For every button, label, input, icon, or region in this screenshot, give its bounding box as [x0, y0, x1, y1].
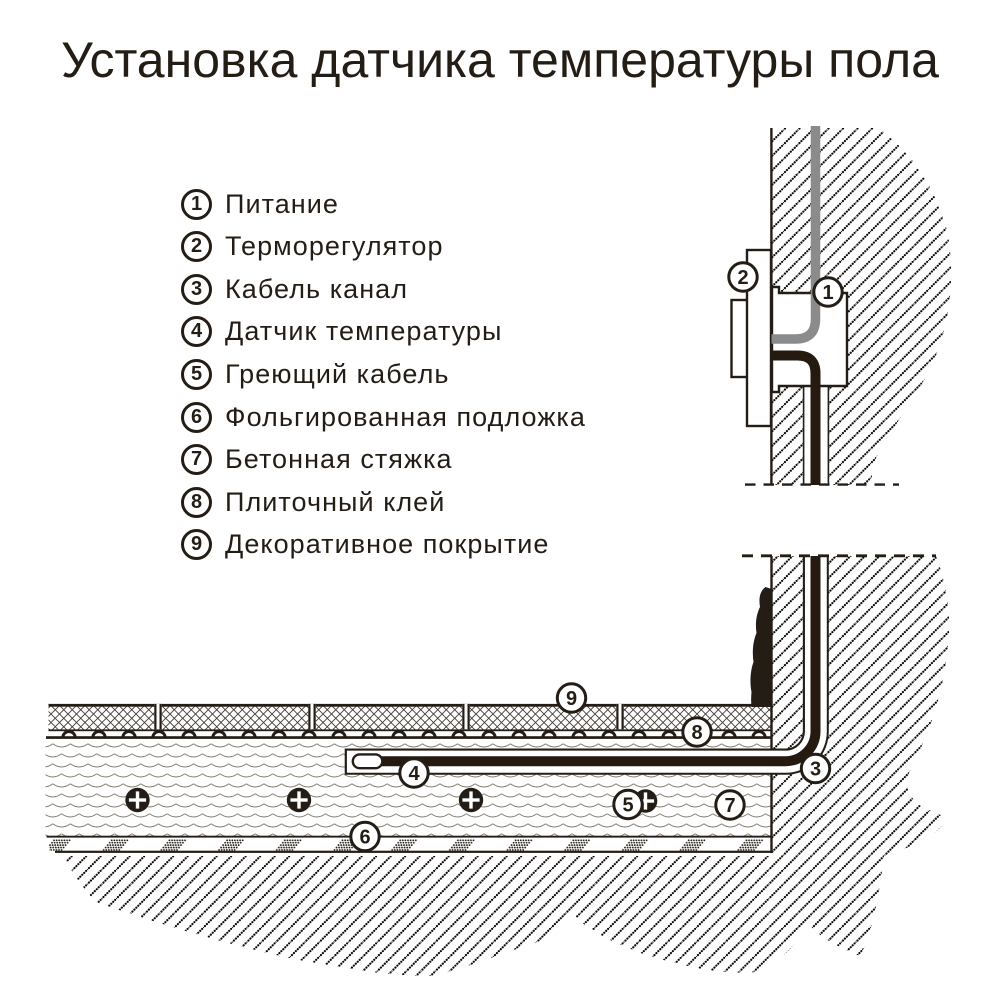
svg-text:7: 7 [724, 795, 735, 817]
svg-text:2: 2 [737, 267, 748, 289]
svg-text:9: 9 [566, 688, 577, 710]
svg-text:5: 5 [622, 795, 633, 817]
svg-text:6: 6 [359, 827, 370, 849]
svg-text:4: 4 [408, 763, 420, 785]
svg-text:3: 3 [810, 759, 821, 781]
svg-text:1: 1 [822, 282, 833, 304]
svg-text:8: 8 [691, 722, 702, 744]
